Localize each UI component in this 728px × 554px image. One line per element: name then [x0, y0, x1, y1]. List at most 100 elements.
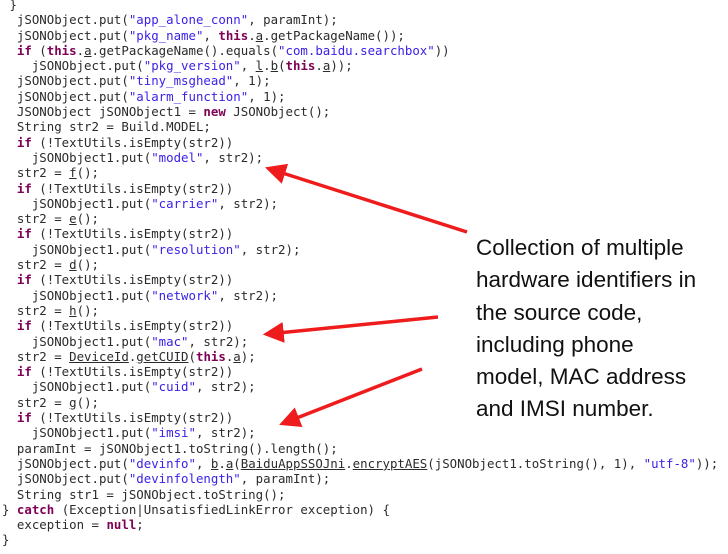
code-keyword: this: [285, 58, 316, 74]
code-line: str2 = h();: [2, 303, 718, 318]
code-line: jSONObject1.put("imsi", str2);: [2, 425, 718, 440]
code-keyword: this: [46, 42, 77, 58]
code-keyword: if: [16, 318, 32, 334]
code-line: paramInt = jSONObject1.toString().length…: [2, 441, 718, 456]
code-keyword: catch: [16, 501, 55, 517]
code-text: , str2);: [203, 149, 264, 165]
code-text: .getPackageName());: [263, 27, 405, 43]
code-identifier: a: [322, 58, 331, 74]
code-keyword: null: [106, 517, 137, 533]
code-text: str2 =: [2, 348, 70, 364]
code-identifier: g: [69, 394, 77, 410]
code-string: "network": [151, 287, 219, 303]
code-line: String str2 = Build.MODEL;: [2, 119, 718, 134]
code-line: if (!TextUtils.isEmpty(str2)): [2, 318, 718, 333]
code-text: (Exception|UnsatisfiedLinkError exceptio…: [54, 501, 390, 517]
code-keyword: if: [16, 42, 32, 58]
code-text: String str2 = Build.MODEL;: [2, 119, 211, 135]
code-text: str2 =: [2, 257, 70, 273]
code-line: exception = null;: [2, 517, 718, 532]
annotation-text: Collection of multiple hardware identifi…: [476, 232, 696, 426]
code-line: jSONObject1.put("network", str2);: [2, 288, 718, 303]
code-line: jSONObject.put("devinfo", b.a(BaiduAppSS…: [2, 456, 718, 471]
code-line: }: [2, 0, 718, 12]
code-string: "com.baidu.searchbox": [278, 42, 435, 58]
code-text: exception =: [2, 517, 107, 533]
code-text: jSONObject.put(: [2, 455, 129, 471]
annotation-line: hardware identifiers in: [476, 267, 697, 293]
code-identifier: BaiduAppSSOJni: [240, 455, 346, 471]
code-text: .: [315, 58, 323, 74]
code-text: ));: [330, 58, 353, 74]
code-keyword: if: [16, 134, 32, 150]
code-string: "resolution": [151, 241, 241, 257]
code-text: jSONObject1.put(: [2, 425, 152, 441]
code-text: .: [128, 348, 137, 364]
code-string: "tiny_msghead": [128, 73, 234, 89]
code-line: if (!TextUtils.isEmpty(str2)): [2, 135, 718, 150]
code-text: , str2);: [195, 425, 256, 441]
code-text: jSONObject1.put(: [2, 287, 152, 303]
code-text: , str2);: [240, 241, 301, 257]
code-text: , str2);: [218, 195, 279, 211]
code-text: ();: [76, 394, 99, 410]
code-line: if (!TextUtils.isEmpty(str2)): [2, 272, 718, 287]
code-line: jSONObject.put("tiny_msghead", 1);: [2, 73, 718, 88]
code-keyword: if: [16, 226, 32, 242]
code-string: "pkg_version": [143, 58, 241, 74]
code-string: "pkg_name": [128, 27, 204, 43]
arrow-to-mac: [262, 315, 439, 343]
code-string: "carrier": [151, 195, 219, 211]
code-line: jSONObject.put("pkg_version", l.b(this.a…: [2, 58, 718, 73]
code-text: }: [2, 501, 17, 517]
code-text: (!TextUtils.isEmpty(str2)): [31, 226, 234, 242]
code-line: }: [2, 532, 718, 547]
code-keyword: this: [195, 348, 226, 364]
code-text: (!TextUtils.isEmpty(str2)): [31, 364, 234, 380]
code-text: .: [225, 348, 234, 364]
code-text: (: [233, 455, 241, 471]
code-text: (: [31, 42, 47, 58]
arrow-to-model: [264, 163, 468, 234]
arrow-to-imsi: [279, 367, 423, 428]
code-line: jSONObject1.put("carrier", str2);: [2, 196, 718, 211]
code-line: jSONObject1.put("resolution", str2);: [2, 242, 718, 257]
code-text: (!TextUtils.isEmpty(str2)): [31, 318, 234, 334]
code-identifier: encryptAES: [352, 455, 428, 471]
code-line: jSONObject1.put("model", str2);: [2, 150, 718, 165]
code-text: }: [2, 0, 17, 12]
annotation-line: the source code,: [476, 299, 643, 325]
code-text: ;: [136, 517, 144, 533]
code-text: (!TextUtils.isEmpty(str2)): [31, 180, 234, 196]
code-text: jSONObject.put(: [2, 27, 129, 43]
code-keyword: new: [203, 104, 226, 120]
code-text: jSONObject1.put(: [2, 333, 152, 349]
code-text: ();: [76, 165, 99, 181]
code-identifier: DeviceId: [69, 348, 129, 364]
code-line: jSONObject.put("devinfolength", paramInt…: [2, 471, 718, 486]
annotation-line: and IMSI number.: [476, 396, 654, 422]
code-keyword: if: [16, 410, 32, 426]
code-line: jSONObject.put("alarm_function", 1);: [2, 89, 718, 104]
code-text: jSONObject1.put(: [2, 149, 152, 165]
code-identifier: f: [69, 165, 77, 181]
code-line: str2 = f();: [2, 165, 718, 180]
code-string: "cuid": [151, 379, 196, 395]
code-text: jSONObject1.put(: [2, 379, 152, 395]
code-keyword: if: [16, 364, 32, 380]
code-text: , str2);: [188, 333, 249, 349]
code-text: (: [188, 348, 196, 364]
code-keyword: if: [16, 180, 32, 196]
code-identifier: b: [270, 58, 279, 74]
code-text: jSONObject.put(: [2, 88, 129, 104]
code-text: )): [434, 42, 450, 58]
code-text: jSONObject.put(: [2, 58, 144, 74]
code-text: (jSONObject1.toString(), 1),: [427, 455, 644, 471]
code-text: str2 =: [2, 165, 70, 181]
code-text: ,: [195, 455, 211, 471]
code-string: "mac": [151, 333, 189, 349]
code-line: if (!TextUtils.isEmpty(str2)): [2, 181, 718, 196]
code-text: ));: [695, 455, 719, 471]
code-line: str2 = d();: [2, 257, 718, 272]
